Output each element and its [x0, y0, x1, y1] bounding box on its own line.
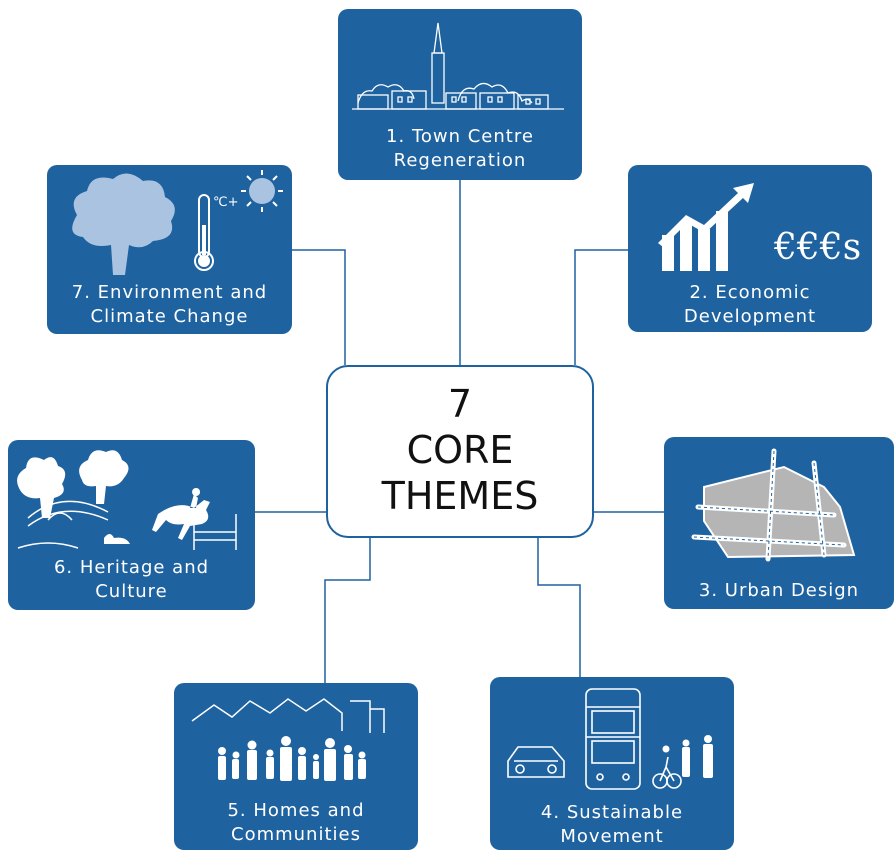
pedestrians-icon: [662, 735, 713, 778]
theme-box-homes[interactable]: 5. Homes and Communities: [174, 683, 418, 850]
theme-1-line2: Regeneration: [393, 150, 527, 171]
theme-label: 1. Town Centre Regeneration: [338, 125, 582, 173]
heritage-scene-icon: [17, 450, 237, 550]
theme-5-line1: 5. Homes and: [227, 800, 365, 821]
theme-label: 4. Sustainable Movement: [490, 801, 734, 849]
theme-1-line1: 1. Town Centre: [386, 126, 534, 147]
bus-icon: [585, 688, 641, 790]
theme-box-town-centre[interactable]: 1. Town Centre Regeneration: [338, 9, 582, 180]
tree-thermometer-sun-icon: [72, 170, 283, 275]
tree-icon: [72, 173, 175, 275]
theme-box-environment[interactable]: ℃+ 7. Environment and Climate Change: [47, 165, 292, 334]
theme-label: 6. Heritage and Culture: [8, 556, 255, 604]
theme-box-heritage[interactable]: 6. Heritage and Culture: [8, 440, 255, 610]
theme-box-sustainable-movement[interactable]: 4. Sustainable Movement: [490, 677, 734, 850]
theme-5-line2: Communities: [231, 824, 361, 845]
homes-people-icon: [191, 698, 385, 781]
street-map-icon: [691, 448, 856, 562]
connector-theme-7: [292, 249, 346, 365]
tree-icon: [17, 457, 66, 518]
tree-icon: [79, 450, 129, 504]
theme-3-line1: 3. Urban Design: [698, 580, 860, 601]
cyclist-icon: [652, 756, 682, 789]
connector-theme-5: [324, 538, 371, 683]
theme-6-line1: 6. Heritage and: [53, 557, 210, 578]
theme-label: 2. Economic Development: [628, 281, 872, 329]
theme-box-economic-development[interactable]: €€€s 2. Economic Development: [628, 165, 872, 332]
center-line2: CORE: [406, 428, 514, 472]
transport-icon: [507, 688, 713, 790]
celsius-plus-icon: ℃+: [213, 195, 239, 210]
center-number: 7: [447, 382, 473, 426]
connector-theme-2: [574, 249, 628, 365]
people-icon: [218, 736, 366, 781]
theme-2-line2: Development: [683, 306, 817, 327]
theme-label: 3. Urban Design: [664, 579, 894, 603]
theme-label: 7. Environment and Climate Change: [47, 281, 292, 329]
core-themes-center: 7 CORE THEMES: [326, 365, 594, 538]
theme-7-line1: 7. Environment and: [71, 282, 268, 303]
duck-icon: [104, 534, 130, 544]
growth-chart-icon: [658, 183, 754, 271]
theme-7-line2: Climate Change: [90, 306, 249, 327]
euro-symbols-icon: €€€s: [774, 227, 862, 268]
houses-outline-icon: [191, 698, 385, 733]
connector-theme-4: [537, 538, 581, 677]
theme-4-line2: Movement: [560, 826, 664, 847]
theme-4-line1: 4. Sustainable: [540, 802, 684, 823]
theme-2-line1: 2. Economic: [689, 282, 811, 303]
bridge-icon: [27, 500, 109, 527]
center-line3: THEMES: [381, 474, 539, 518]
horse-rider-icon: [152, 488, 210, 540]
car-icon: [507, 746, 565, 778]
theme-box-urban-design[interactable]: 3. Urban Design: [664, 437, 894, 609]
theme-label: 5. Homes and Communities: [174, 799, 418, 847]
town-skyline-icon: [352, 22, 564, 110]
theme-6-line2: Culture: [95, 581, 168, 602]
